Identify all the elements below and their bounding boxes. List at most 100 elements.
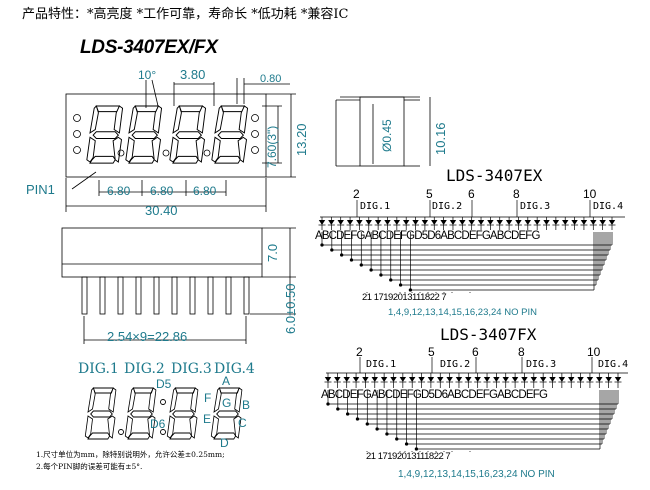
angle-label: 10° <box>138 68 157 82</box>
ex-dig4: DIG.4 <box>593 201 624 212</box>
led-diode <box>614 377 622 382</box>
pitch-top-label: 3.80 <box>180 67 206 82</box>
display-body-outline <box>65 93 267 178</box>
ex-bottom-pins: 21 17192013111822 7 <box>362 292 447 303</box>
feature-header: 产品特性：*高亮度 *工作可靠，寿命长 *低功耗 *兼容IC <box>22 7 349 22</box>
digit-4-outline <box>211 105 249 164</box>
digit-pitch-1: 6.80 <box>107 184 131 198</box>
led-diode <box>440 220 447 225</box>
led-diode <box>324 377 332 382</box>
led-diode <box>421 220 429 225</box>
led-diode <box>543 220 550 225</box>
depth-label: 10.16 <box>433 122 448 155</box>
pins <box>81 276 250 315</box>
led-diode <box>493 377 500 382</box>
circuit-fx-title: LDS-3407FX <box>440 325 537 344</box>
note-1: 1.尺寸单位为mm，除特别说明外，允许公差±0.25mm; <box>36 450 225 459</box>
led-diode <box>380 377 388 382</box>
legend-dig2: DIG.2 <box>124 361 165 377</box>
legend-seg-f: F <box>204 391 212 405</box>
led-diode <box>346 220 354 225</box>
led-diode <box>408 377 416 382</box>
led-diode <box>580 220 588 225</box>
led-diode <box>356 220 363 225</box>
fx-bottom-pins: 21 17192013111822 7 <box>366 451 451 462</box>
fx-pin-5: 5 <box>428 345 435 359</box>
body-thickness-label: 7.0 <box>265 243 280 262</box>
led-diode <box>371 377 378 382</box>
led-diode <box>496 220 503 225</box>
fx-pin-2: 2 <box>356 345 363 359</box>
model-title: LDS-3407EX/FX <box>80 37 218 58</box>
legend-seg-g: G <box>222 396 232 410</box>
legend-seg-b: B <box>242 398 251 412</box>
led-diode <box>505 220 513 225</box>
led-diode <box>515 220 522 225</box>
led-diode <box>549 377 556 382</box>
led-diode <box>474 377 481 382</box>
led-diode <box>384 220 391 225</box>
fx-pin-8: 8 <box>518 345 525 359</box>
ex-no-pin: 1,4,9,12,13,14,15,16,23,24 NO PIN <box>388 307 537 318</box>
led-diode <box>427 377 435 382</box>
legend-seg-a: A <box>222 374 231 388</box>
seg-width-label: 0.80 <box>260 73 282 85</box>
body-height-label: 13.20 <box>294 123 309 156</box>
led-diode <box>337 220 344 225</box>
pin1-label: PIN1 <box>26 182 55 197</box>
led-diode <box>468 220 475 225</box>
led-diode <box>571 220 578 225</box>
led-diode <box>455 377 463 382</box>
led-diode <box>487 220 494 225</box>
legend-dig3: DIG.3 <box>171 361 212 377</box>
fx-dig1: DIG.1 <box>366 359 397 370</box>
ex-pin-6: 6 <box>468 187 475 201</box>
led-diode <box>524 220 532 225</box>
circuit-ex-title: LDS-3407EX <box>446 166 543 185</box>
legend-dig1: DIG.1 <box>78 361 119 377</box>
led-diode <box>596 377 603 382</box>
led-diode <box>437 377 444 382</box>
fx-dig4: DIG.4 <box>598 359 629 370</box>
led-diode <box>343 377 350 382</box>
led-diode <box>599 220 606 225</box>
circuit-fx <box>324 357 628 452</box>
led-diode <box>477 220 485 225</box>
digit-pitch-2: 6.80 <box>150 184 174 198</box>
front-dots <box>73 114 259 157</box>
ex-dig3: DIG.3 <box>520 201 551 212</box>
led-diode <box>608 220 616 225</box>
ex-pin-10: 10 <box>583 187 597 201</box>
fx-no-pin: 1,4,9,12,13,14,15,16,23,24 NO PIN <box>398 469 555 480</box>
led-diode <box>362 377 369 382</box>
fx-dig3: DIG.3 <box>526 359 557 370</box>
led-diode <box>352 377 360 382</box>
body-width-label: 30.40 <box>145 203 178 218</box>
led-diode <box>365 220 372 225</box>
led-diode <box>502 377 509 382</box>
led-diode <box>539 377 547 382</box>
digit-pitch-3: 6.80 <box>193 184 217 198</box>
note-2: 2.每个PIN脚的误差可能有±5°. <box>36 462 143 471</box>
fx-pin-10: 10 <box>587 345 601 359</box>
fx-dig2: DIG.2 <box>440 359 471 370</box>
legend-seg-e: E <box>203 412 212 426</box>
legend-seg-d: D <box>220 436 229 450</box>
ex-pin-5: 5 <box>426 187 433 201</box>
led-diode <box>552 220 560 225</box>
led-diode <box>511 377 519 382</box>
segment-legend <box>84 387 243 440</box>
led-diode <box>521 377 528 382</box>
led-diode <box>586 377 594 382</box>
digit-height-label: 7.60(3") <box>265 125 279 168</box>
led-diode <box>465 377 472 382</box>
led-diode <box>562 220 569 225</box>
digit-2-outline <box>125 105 163 164</box>
led-diode <box>328 220 335 225</box>
legend-dig4: DIG.4 <box>214 361 255 377</box>
led-diode <box>530 377 538 382</box>
led-diode <box>459 220 466 225</box>
led-diode <box>449 220 457 225</box>
bottom-view <box>61 227 296 344</box>
